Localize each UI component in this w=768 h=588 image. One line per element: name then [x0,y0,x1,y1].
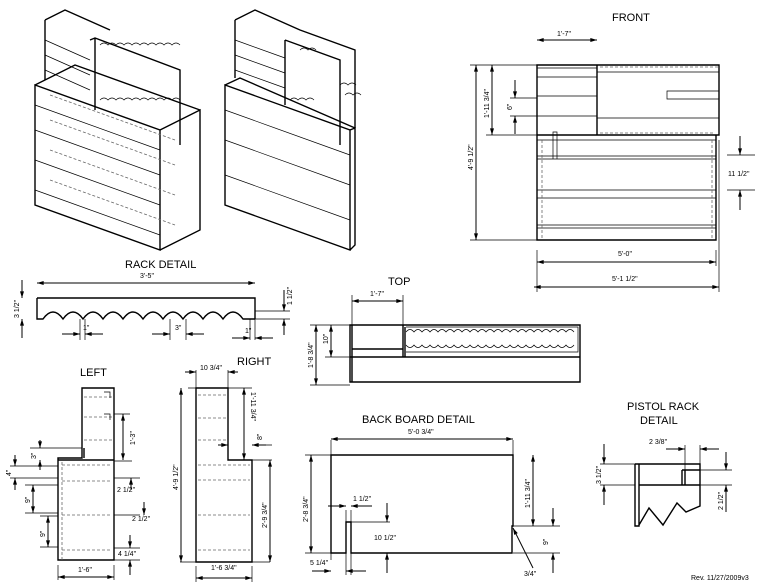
dim-backboard-upper: 1'-11 3/4" [525,478,532,508]
dim-right-depth: 1'-6 3/4" [211,565,237,572]
rack-detail: RACK DETAIL 3'-5" 3 1/2" 1 1/2" 1" 3" 1" [14,259,294,340]
dim-right-lower: 2'-9 3/4" [262,502,269,528]
rack-title: RACK DETAIL [125,259,196,271]
dim-left-b: 4" [6,469,13,476]
dim-pistol-lip: 2 1/2" [718,491,725,510]
top-title: TOP [388,276,410,288]
dim-backboard-right-h: 9" [543,538,550,545]
dim-rack-end-gap: 1" [245,328,252,335]
dim-front-upper-height: 1'-11 3/4" [484,88,491,118]
dim-backboard-thick: 3/4" [524,571,537,578]
dim-top-rack-depth: 10" [323,333,330,344]
dim-backboard-height: 2'-8 3/4" [303,496,310,522]
dim-left-depth: 1'-6" [78,567,92,574]
back-board-detail: BACK BOARD DETAIL 5'-0 3/4" 2'-8 3/4" 1 … [303,414,560,578]
isometric-view-empty [224,9,362,251]
dim-right-height: 4'-9 1/2" [173,464,180,490]
dim-top-width: 1'-7" [370,291,384,298]
front-view: FRONT 1'-7" 4'-9 1/2" 1'-11 3/4" 6" 11 1… [468,12,755,292]
left-view: LEFT 3" 4" 9" 9" 1'-3" 2 1/2" 2 1/2" 4 1… [6,367,151,580]
dim-pistol-height: 3 1/2" [596,465,603,484]
dim-left-e: 2 1/2" [117,487,136,494]
dim-rack-cut-width: 3" [175,325,182,332]
revision-note: Rev. 11/27/2009v3 [691,575,749,582]
dim-backboard-offset: 5 1/4" [310,560,329,567]
dim-front-inner-width: 5'-0" [618,251,632,258]
dim-rack-height: 3 1/2" [14,299,21,318]
dim-left-d: 9" [40,530,47,537]
dim-rack-edge-gap: 1" [83,325,90,332]
pistol-title-2: DETAIL [640,415,678,427]
dim-right-step: 8" [257,433,264,440]
dim-left-c: 9" [25,496,32,503]
dim-front-lower-shelf: 11 1/2" [728,171,750,178]
dim-top-depth: 1'-8 3/4" [308,342,315,368]
dim-pistol-width: 2 3/8" [649,439,668,446]
dim-left-upper: 1'-3" [130,431,137,445]
dim-backboard-notch-w: 1 1/2" [353,496,372,503]
dim-rack-cut-depth: 1 1/2" [287,286,294,305]
dim-backboard-notch-h: 10 1/2" [374,535,396,542]
right-title: RIGHT [237,356,272,368]
pistol-rack-detail: PISTOL RACK DETAIL 2 3/8" 3 1/2" 2 1/2" [596,401,732,527]
front-title: FRONT [612,12,650,24]
dim-rack-length: 3'-5" [140,273,154,280]
pistol-title-1: PISTOL RACK [627,401,700,413]
dim-front-shelf-gap: 6" [507,103,514,110]
dim-front-upper-width: 1'-7" [557,31,571,38]
right-view: RIGHT 10 3/4" 4'-9 1/2" 1'-11 3/4" 8" 2'… [173,356,272,582]
dim-left-f: 2 1/2" [132,516,151,523]
dim-backboard-width: 5'-0 3/4" [408,429,434,436]
isometric-view-loaded [34,9,201,251]
backboard-title: BACK BOARD DETAIL [362,414,475,426]
dim-front-total-height: 4'-9 1/2" [468,144,475,170]
dim-left-a: 3" [31,452,38,459]
dim-right-top-depth: 10 3/4" [200,365,222,372]
dim-left-g: 4 1/4" [118,551,137,558]
dim-front-overall-width: 5'-1 1/2" [612,276,638,283]
top-view: TOP 1'-7" 10" 1'-8 3/4" [308,276,581,386]
left-title: LEFT [80,367,107,379]
dim-right-upper: 1'-11 3/4" [249,392,256,422]
